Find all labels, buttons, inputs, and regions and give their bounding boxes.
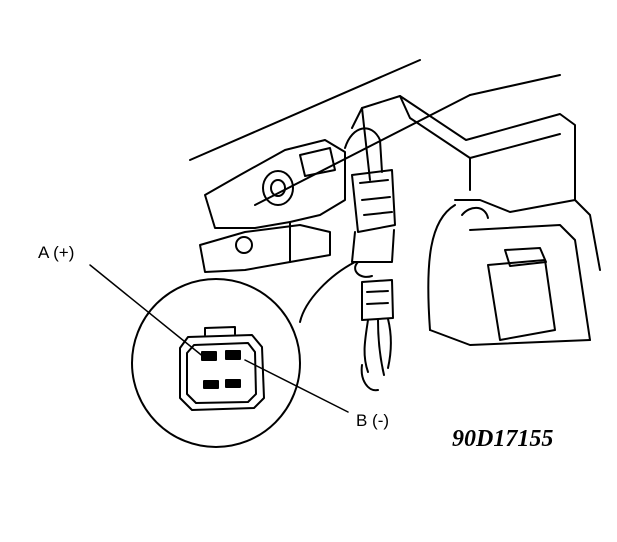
engine-block — [351, 95, 601, 346]
leader-line-b — [244, 359, 349, 413]
figure-id-label: 90D17155 — [452, 426, 553, 452]
sensor-bracket — [199, 139, 346, 273]
bodywork-lines — [189, 59, 561, 206]
terminal-a-label: A (+) — [38, 243, 74, 262]
connector-face — [179, 326, 265, 411]
terminal-b-label: B (-) — [356, 411, 389, 430]
detail-magnifier-circle — [131, 278, 301, 448]
mating-plug — [360, 279, 394, 392]
leader-line-a — [89, 264, 206, 359]
harness-lead-line — [299, 261, 356, 323]
sensor-connector — [344, 127, 396, 278]
